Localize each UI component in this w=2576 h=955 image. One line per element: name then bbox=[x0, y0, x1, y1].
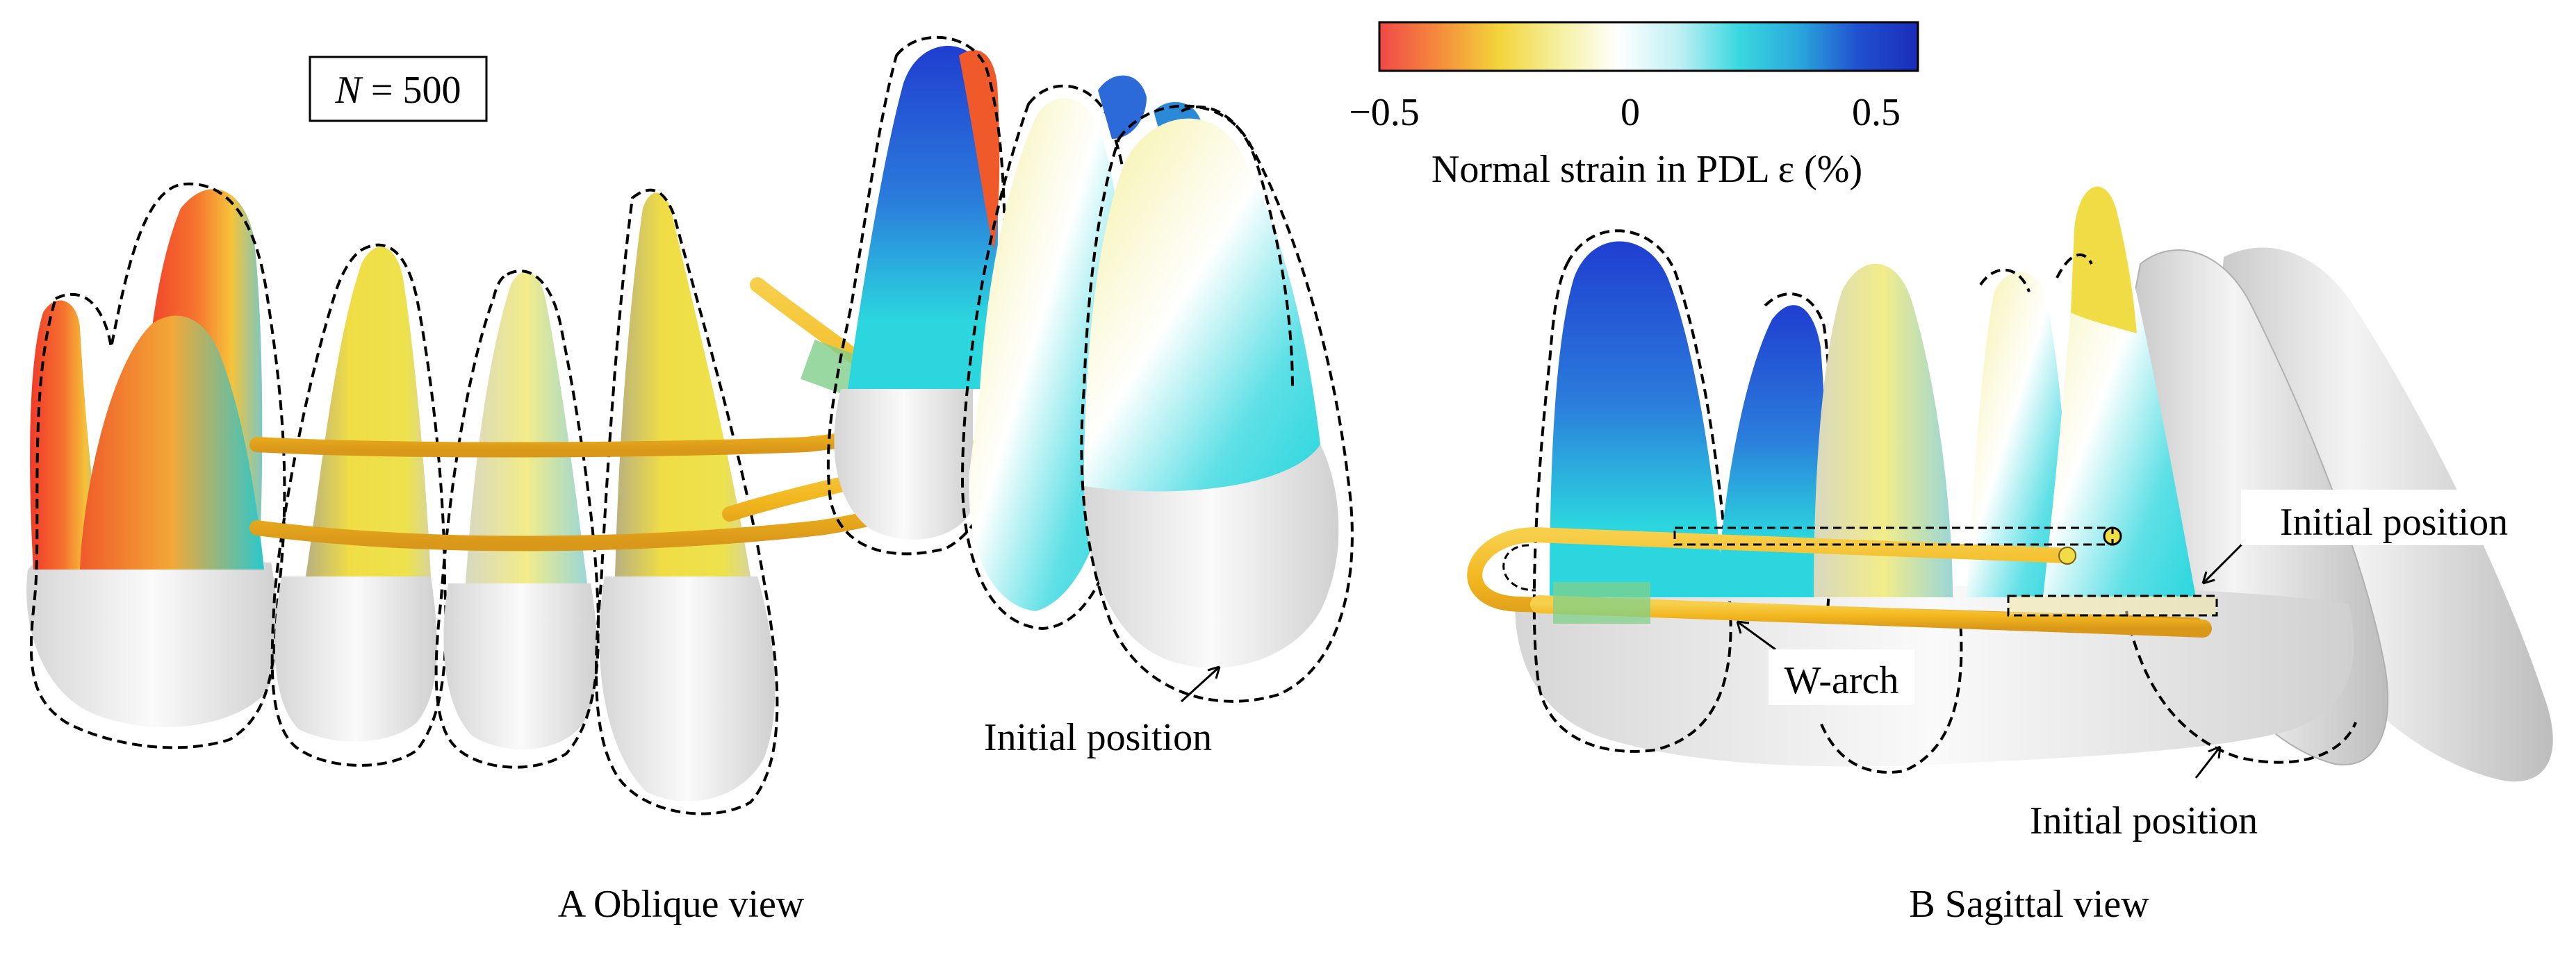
panel-a-caption: A Oblique view bbox=[558, 883, 805, 926]
initial-position-arrowhead-a bbox=[1207, 665, 1221, 679]
sample-size-label: N = 500 bbox=[335, 69, 461, 112]
sample-size-box: N = 500 bbox=[309, 56, 488, 122]
initial-position-arrow-a bbox=[1180, 665, 1221, 703]
canine-crown bbox=[599, 576, 776, 802]
sample-size-frame bbox=[309, 56, 488, 122]
panel-b-caption: B Sagittal view bbox=[1909, 883, 2149, 926]
initial-wire-outline-lower bbox=[2007, 595, 2218, 617]
warch-arrow bbox=[1737, 620, 1776, 651]
molar-b-root-2 bbox=[1716, 305, 1826, 597]
warch-arrowhead bbox=[1736, 620, 1750, 634]
warch-label: W-arch bbox=[1785, 659, 1899, 702]
molar-b-outline bbox=[1532, 229, 1732, 753]
upper-a-front-crown bbox=[1084, 445, 1339, 668]
molar-1-root-front bbox=[80, 315, 264, 570]
warch-annotation: W-arch bbox=[1736, 620, 1914, 705]
canine-outline bbox=[594, 188, 779, 815]
upper-a-blue-tip-1 bbox=[1098, 75, 1147, 139]
molar-tooth-1 bbox=[26, 182, 286, 749]
upper-a-blue-tooth bbox=[848, 46, 998, 389]
molar-1-outline bbox=[29, 182, 286, 749]
colorbar-title: Normal strain in PDL ε (%) bbox=[1431, 148, 1862, 191]
bracket-a bbox=[800, 340, 864, 397]
arch-wire-b bbox=[1467, 526, 2218, 638]
premolar-tooth-2 bbox=[434, 269, 600, 769]
canine-b-outline bbox=[2056, 253, 2093, 279]
premolar-b-outline bbox=[1819, 611, 1963, 774]
premolar-b-root bbox=[1814, 263, 1953, 597]
premolar-b-root-2-outline bbox=[1979, 268, 2031, 292]
initial-position-annotation-b-lower: Initial position bbox=[2030, 745, 2258, 842]
colorbar-tick-max: 0.5 bbox=[1852, 91, 1901, 134]
upper-teeth-a bbox=[826, 35, 1354, 703]
canine-b-tip-yellow bbox=[2071, 186, 2137, 333]
initial-position-label-b-upper: Initial position bbox=[2280, 501, 2508, 544]
initial-position-arrowhead-b-lower bbox=[2208, 745, 2222, 759]
arch-wire-b-end bbox=[2058, 547, 2076, 565]
premolar-b-root-2 bbox=[1967, 272, 2069, 597]
premolar-1-crown bbox=[274, 576, 437, 742]
premolar-2-root bbox=[466, 272, 587, 583]
premolar-2-outline bbox=[434, 269, 600, 769]
panel-a-oblique: Initial position A Oblique view bbox=[26, 35, 1354, 926]
initial-position-annotation-a: Initial position bbox=[984, 665, 1221, 759]
initial-position-annotation-b-upper: Initial position bbox=[2201, 490, 2547, 585]
colorbar-tick-mid: 0 bbox=[1621, 91, 1640, 134]
initial-wire-outline-loop bbox=[1502, 544, 1536, 592]
initial-position-arrowhead-b-upper bbox=[2201, 571, 2215, 585]
premolar-1-root bbox=[306, 247, 431, 576]
upper-a-blue-tooth-outline bbox=[826, 35, 1006, 556]
arch-wire-b-upper bbox=[1467, 526, 2204, 633]
colorbar-gradient bbox=[1378, 21, 1919, 72]
roots-b bbox=[1532, 185, 2357, 774]
initial-position-arrow-b-lower bbox=[2194, 746, 2222, 779]
molar-b-root bbox=[1550, 241, 1723, 597]
initial-position-label-b-lower: Initial position bbox=[2030, 799, 2258, 842]
upper-a-crown-back bbox=[834, 389, 973, 540]
canine-root bbox=[615, 192, 750, 576]
crowns-b-outline bbox=[2125, 611, 2357, 764]
upper-a-back-outline bbox=[1181, 105, 1294, 390]
premolar-2-crown bbox=[443, 583, 598, 749]
initial-wire-outline-upper bbox=[1673, 526, 2114, 546]
panel-b-sagittal: W-arch Initial position Initial position… bbox=[1467, 185, 2553, 926]
initial-position-label-a: Initial position bbox=[984, 716, 1212, 759]
molar-1-crown bbox=[26, 556, 278, 727]
bracket-b bbox=[1553, 582, 1650, 624]
premolar-1-outline bbox=[270, 243, 448, 767]
molar-1-root-left bbox=[30, 300, 105, 570]
premolar-tooth-1 bbox=[270, 243, 448, 767]
upper-a-front-root bbox=[1084, 118, 1320, 492]
warch-label-bg bbox=[1769, 649, 1914, 705]
canine-tooth bbox=[594, 188, 779, 815]
initial-position-arrow-b-upper bbox=[2201, 540, 2246, 585]
upper-a-blue-tooth-red-edge bbox=[959, 50, 1000, 250]
colorbar: −0.5 0 0.5 Normal strain in PDL ε (%) bbox=[1349, 21, 1919, 191]
colorbar-tick-min: −0.5 bbox=[1349, 91, 1420, 134]
initial-position-label-b-upper-bg bbox=[2241, 490, 2547, 545]
